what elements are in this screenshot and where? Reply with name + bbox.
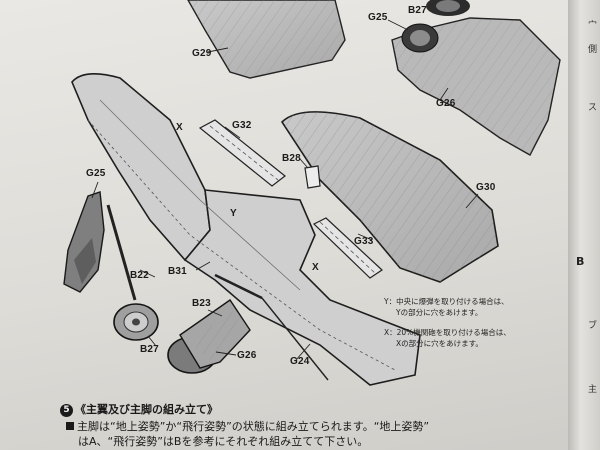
lower-wing-left — [71, 73, 421, 386]
wheel-g26 — [167, 299, 251, 374]
upper-wing-right — [280, 111, 499, 283]
part-label-g26-top: G26 — [436, 98, 456, 109]
part-label-b27: B27 — [140, 344, 159, 355]
part-label-b28: B28 — [282, 153, 301, 164]
x-note-line-1: X：20%機関砲を取り付ける場合は、 — [384, 328, 511, 337]
side-fragment-3: ス — [588, 103, 598, 113]
strut-b31 — [214, 273, 329, 381]
part-label-b23: B23 — [192, 298, 211, 309]
part-label-g32: G32 — [232, 120, 252, 131]
part-b28 — [304, 165, 321, 189]
strut-g33 — [312, 217, 383, 279]
part-label-b31: B31 — [168, 266, 187, 277]
part-label-g29: G29 — [192, 48, 212, 59]
gear-panel-g25 — [63, 191, 137, 301]
page-edge — [568, 0, 600, 450]
side-fragment-2: 側 — [588, 45, 598, 55]
side-fragment-5: 主 — [588, 385, 598, 395]
part-label-b22: B22 — [130, 270, 149, 281]
part-label-g25-top: G25 — [368, 12, 388, 23]
side-section-label: B — [576, 255, 585, 268]
side-fragment-1: 宀 — [588, 21, 598, 31]
section-title-text: 《主翼及び主脚の組み立て》 — [75, 403, 218, 416]
section-heading: 5《主翼及び主脚の組み立て》 — [60, 401, 218, 417]
bullet-icon — [66, 422, 74, 430]
body-line-1-text: 主脚は“地上姿勢”か“飛行姿勢”の状態に組み立てられます。“地上姿勢” — [77, 420, 430, 433]
top-assembly — [391, 0, 561, 156]
wheel-b27 — [113, 303, 159, 341]
strut-g32 — [198, 119, 286, 187]
mark-x-1: X — [176, 122, 183, 133]
part-label-g26: G26 — [237, 350, 257, 361]
part-label-g24: G24 — [290, 356, 310, 367]
body-line-1: 主脚は“地上姿勢”か“飛行姿勢”の状態に組み立てられます。“地上姿勢” — [66, 418, 429, 434]
part-label-b27-top: B27 — [408, 5, 427, 16]
mark-x-2: X — [312, 262, 319, 273]
part-label-g25: G25 — [86, 168, 106, 179]
part-label-g33: G33 — [354, 236, 374, 247]
part-label-g30: G30 — [476, 182, 496, 193]
leader-lines — [91, 19, 479, 361]
x-note-line-2: Xの部分に穴をあけます。 — [396, 339, 483, 348]
side-fragment-4: ブ — [588, 321, 598, 331]
mark-y: Y — [230, 208, 237, 219]
y-note-line-2: Yの部分に穴をあけます。 — [396, 308, 483, 317]
body-line-2: はA、“飛行姿勢”はBを参考にそれぞれ組み立てて下さい。 — [78, 435, 369, 448]
y-note-line-1: Y：中央に爆弾を取り付ける場合は、 — [384, 297, 509, 306]
upper-wing-top — [187, 0, 346, 79]
step-number: 5 — [60, 404, 73, 417]
